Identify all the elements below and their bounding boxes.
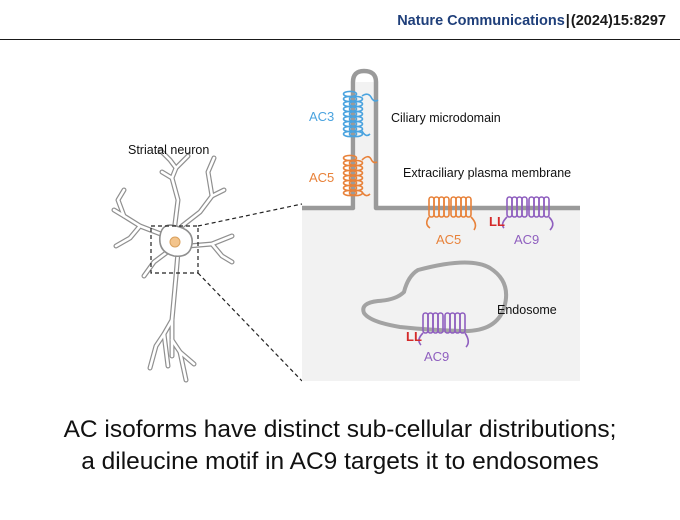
caption-line-2: a dileucine motif in AC9 targets it to e…: [81, 448, 599, 475]
cytoplasm-region: [302, 208, 580, 381]
cilium-interior: [356, 82, 374, 210]
zoom-line-bottom: [197, 272, 303, 382]
ac5-protein-membrane: [425, 196, 477, 231]
caption-line-1: AC isoforms have distinct sub-cellular d…: [63, 416, 617, 443]
ciliary-microdomain-label: Ciliary microdomain: [391, 111, 501, 125]
ac9-protein-membrane: [501, 196, 554, 231]
journal-header: Nature Communications|(2024)15:8297: [0, 0, 680, 40]
article-citation: (2024)15:8297: [570, 13, 666, 29]
journal-name: Nature Communications: [397, 13, 565, 29]
endosome-ll-motif: LL: [406, 329, 422, 344]
zoom-box: [150, 225, 199, 274]
striatal-neuron-label: Striatal neuron: [128, 143, 209, 157]
endosome-membrane: [361, 260, 509, 334]
extraciliary-membrane-label: Extraciliary plasma membrane: [403, 166, 571, 180]
cilium-ac5-label: AC5: [309, 170, 334, 185]
endosome-label: Endosome: [497, 303, 557, 317]
membrane-ac9-label: AC9: [514, 232, 539, 247]
figure-caption: AC isoforms have distinct sub-cellular d…: [0, 414, 680, 478]
ac5-protein-cilium: [342, 154, 378, 197]
membrane-ll-motif: LL: [489, 214, 505, 229]
zoom-line-top: [197, 203, 303, 227]
plasma-membrane: [302, 68, 580, 211]
header-separator: |: [565, 13, 570, 29]
ac9-protein-endosome: [418, 312, 470, 348]
endosome-ac9-label: AC9: [424, 349, 449, 364]
ac-localization-diagram: AC3 AC5 AC5: [111, 68, 580, 383]
cilium-ac3-label: AC3: [309, 109, 334, 124]
striatal-neuron-illustration: [111, 147, 235, 383]
membrane-ac5-label: AC5: [436, 232, 461, 247]
ac3-protein-cilium: [342, 90, 379, 138]
journal-citation: Nature Communications|(2024)15:8297: [397, 13, 666, 29]
